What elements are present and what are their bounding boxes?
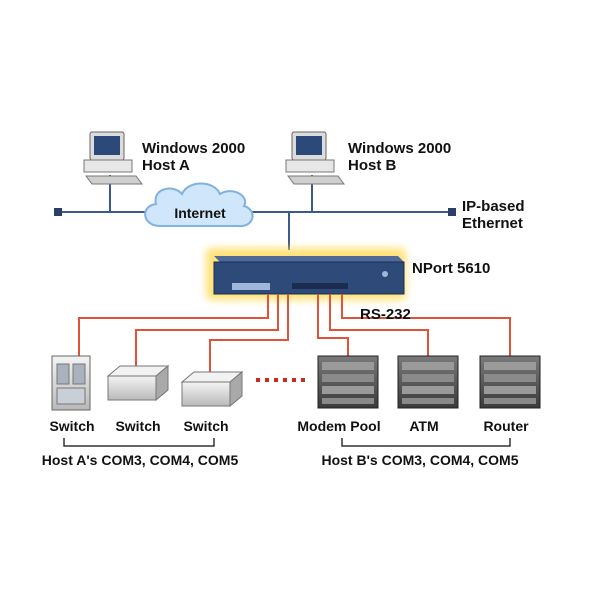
ethernet-label-line2: Ethernet — [462, 215, 523, 232]
group-label-host-a: Host A's COM3, COM4, COM5 — [41, 452, 239, 468]
ethernet-label-line1: IP-based — [462, 198, 525, 215]
switch-box-icon — [106, 364, 170, 402]
device-label-modem-pool: Modem Pool — [297, 418, 381, 434]
internet-label: Internet — [174, 205, 226, 221]
device-label-router: Router — [483, 418, 529, 434]
host-b-name-label: Host B — [348, 157, 397, 174]
ellipsis-dots — [256, 378, 305, 382]
device-label-switch-3: Switch — [183, 418, 229, 434]
ethernet-end-right — [448, 208, 456, 216]
ethernet-backbone — [58, 175, 452, 250]
nport-device — [206, 248, 406, 300]
group-label-host-b: Host B's COM3, COM4, COM5 — [321, 452, 519, 468]
atm-rack-icon — [397, 355, 459, 409]
ethernet-end-left — [54, 208, 62, 216]
router-rack-icon — [479, 355, 541, 409]
host-a-os-label: Windows 2000 — [142, 140, 246, 157]
device-label-switch-1: Switch — [49, 418, 95, 434]
switch-box-icon — [180, 370, 244, 408]
modem-pool-rack-icon — [317, 355, 379, 409]
group-bracket-right — [341, 438, 511, 447]
computer-icon — [83, 131, 143, 185]
switch-tower-icon — [51, 355, 91, 411]
nport-label: NPort 5610 — [412, 260, 491, 277]
host-a-name-label: Host A — [142, 157, 190, 174]
serial-lines — [78, 294, 511, 372]
device-label-atm: ATM — [409, 418, 439, 434]
group-bracket-left — [63, 438, 215, 447]
rs232-label: RS-232 — [360, 306, 411, 323]
host-b-os-label: Windows 2000 — [348, 140, 452, 157]
computer-icon — [285, 131, 345, 185]
device-label-switch-2: Switch — [115, 418, 161, 434]
cloud-icon — [144, 182, 254, 228]
